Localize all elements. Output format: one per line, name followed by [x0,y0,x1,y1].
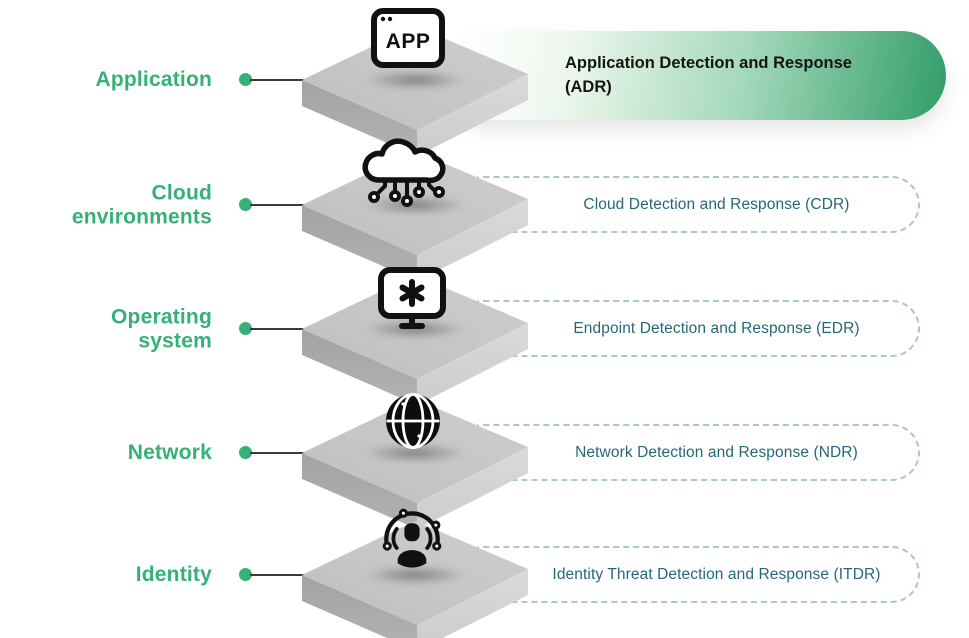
layer-label: Application [95,68,212,92]
app-window-icon: APP [371,8,445,68]
connector-line [250,452,312,454]
layer-row-identity: Identity Identity Threat Detection and R… [0,508,969,638]
platform-slab [302,399,528,529]
connector-dot [239,568,252,581]
globe-network-icon [386,393,440,449]
pill-label: Application Detection and Response (ADR) [565,53,852,96]
layer-row-os: Operating system Endpoint Detection and … [0,266,969,405]
icon-shadow [350,67,480,93]
connector-dot [239,322,252,335]
pill-label: Cloud Detection and Response (CDR) [583,195,850,213]
pill-ndr: Network Detection and Response (NDR) [455,424,920,481]
connector-line [250,574,312,576]
connector-dot [239,198,252,211]
layer-label: Cloud environments [71,181,212,228]
connector-dot [239,73,252,86]
pill-itdr: Identity Threat Detection and Response (… [455,546,920,603]
pill-cdr: Cloud Detection and Response (CDR) [455,176,920,233]
layer-row-cloud: Cloud environments Cloud Detection and R… [0,138,969,281]
connector-line [250,204,312,206]
platform-slab [302,151,528,281]
layer-row-application: Application Application Detection and Re… [0,8,969,156]
app-icon-text: APP [386,30,431,53]
pill-label: Endpoint Detection and Response (EDR) [573,319,860,337]
connector-dot [239,446,252,459]
layer-label: Operating system [111,305,212,352]
identity-person-icon [382,508,442,568]
layer-label: Network [127,441,212,465]
platform-slab [302,26,528,156]
monitor-gear-icon [378,267,446,329]
pill-label: Identity Threat Detection and Response (… [552,565,881,583]
connector-line [250,328,312,330]
pill-edr: Endpoint Detection and Response (EDR) [455,300,920,357]
platform-slab [302,521,528,638]
connector-line [250,79,312,81]
layer-label: Identity [135,563,212,587]
pill-adr: Application Detection and Response (ADR) [460,31,946,120]
cloud-circuit-icon [362,138,446,207]
pill-label: Network Detection and Response (NDR) [575,443,858,461]
layer-row-network: Network Network Detection and Response (… [0,390,969,529]
